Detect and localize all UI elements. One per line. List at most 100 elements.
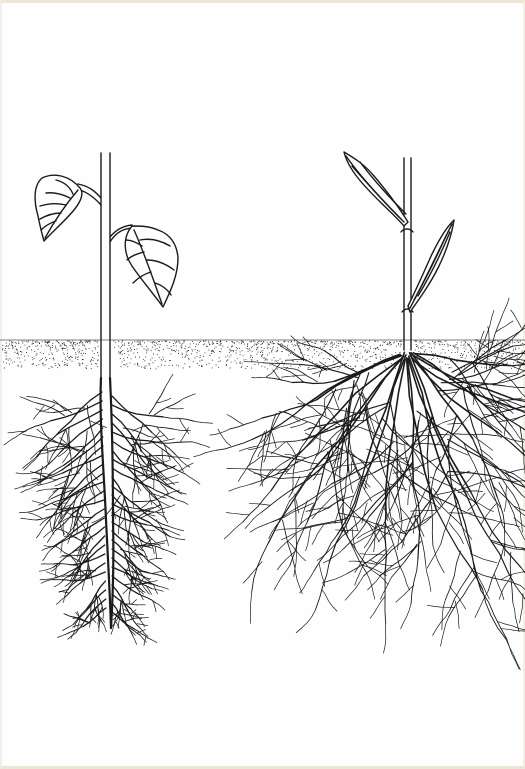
root-branch: [501, 298, 509, 318]
root-branch: [167, 408, 183, 409]
root-branch: [271, 431, 276, 448]
root-branch: [517, 525, 525, 548]
root-branch: [401, 604, 411, 629]
right-upper-leaf: [344, 152, 408, 226]
root-branch: [475, 478, 481, 503]
root-branch: [133, 636, 137, 644]
root-branch: [39, 567, 53, 571]
root-branch: [140, 619, 144, 626]
root-branch: [243, 562, 262, 584]
root-branch: [306, 526, 312, 550]
root-branch: [129, 594, 130, 605]
root-branch: [295, 566, 303, 593]
root-branch: [47, 531, 55, 543]
root-branch: [162, 467, 175, 472]
root-branch: [365, 352, 405, 467]
root-branch: [302, 344, 324, 351]
root-branch: [280, 474, 324, 479]
root-branch: [490, 318, 502, 352]
root-branch: [274, 566, 290, 590]
root-branch: [64, 614, 73, 617]
root-branch: [37, 489, 52, 491]
root-branch: [51, 488, 76, 489]
root-branch: [250, 592, 251, 623]
root-branch: [265, 363, 300, 365]
root-branch: [154, 401, 179, 415]
root-branch: [348, 450, 361, 483]
left-plant: [4, 153, 213, 646]
root-branch: [55, 532, 74, 546]
root-branch: [384, 445, 385, 463]
root-branch: [360, 554, 385, 556]
root-branch: [297, 370, 317, 382]
root-branch: [485, 485, 501, 508]
right-fibrous-roots: [194, 296, 525, 670]
root-branch: [131, 600, 136, 605]
root-branch: [133, 426, 147, 431]
root-branch: [381, 577, 392, 599]
root-branch: [490, 520, 502, 537]
root-branch: [93, 488, 95, 504]
root-branch: [325, 398, 327, 416]
root-branch: [499, 482, 517, 525]
root-branch: [292, 381, 334, 383]
root-branch: [133, 493, 134, 507]
root-branch: [476, 339, 488, 347]
root-branch: [77, 521, 78, 533]
root-branch: [112, 396, 152, 432]
root-branch: [137, 624, 147, 626]
root-branch: [505, 319, 525, 340]
root-branch: [142, 555, 160, 569]
root-branch: [366, 572, 375, 599]
root-branch: [501, 571, 525, 579]
root-branch: [476, 572, 489, 599]
root-branch: [499, 575, 512, 600]
root-branch: [352, 531, 376, 545]
root-branch: [23, 434, 41, 438]
root-branch: [24, 456, 38, 470]
root-branch: [278, 343, 294, 354]
root-branch: [72, 575, 90, 576]
root-branch: [158, 586, 169, 589]
root-branch: [28, 513, 41, 518]
root-branch: [303, 518, 348, 528]
root-branch: [488, 310, 494, 331]
root-branch: [224, 522, 243, 539]
root-branch: [264, 444, 269, 462]
root-branch: [399, 565, 409, 590]
root-branch: [46, 572, 58, 577]
root-branch: [156, 603, 165, 610]
root-branch: [247, 456, 263, 467]
root-branch: [252, 543, 269, 592]
root-branch: [16, 472, 35, 473]
root-branch: [433, 546, 444, 573]
root-branch: [146, 514, 169, 526]
root-branch: [227, 415, 243, 425]
root-branch: [505, 386, 525, 393]
root-branch: [33, 406, 44, 419]
root-branch: [322, 589, 338, 611]
root-branch: [19, 510, 35, 512]
root-branch: [458, 501, 481, 590]
root-branch: [148, 638, 157, 643]
root-branch: [506, 639, 520, 670]
root-branch: [180, 419, 189, 434]
root-branch: [56, 546, 65, 552]
root-branch: [58, 410, 103, 434]
root-branch: [286, 360, 304, 361]
root-branch: [91, 575, 93, 586]
right-lower-leaf: [408, 220, 454, 312]
root-branch: [492, 542, 525, 553]
root-branch: [194, 450, 216, 456]
root-branch: [295, 500, 297, 548]
root-branch: [166, 490, 179, 495]
root-branch: [49, 489, 59, 499]
root-branch: [174, 499, 188, 505]
root-branch: [477, 477, 501, 484]
root-branch: [37, 512, 62, 520]
root-branch: [103, 623, 107, 632]
root-branch: [185, 474, 200, 484]
root-branch: [312, 525, 323, 544]
right-plant: [194, 152, 525, 670]
root-branch: [384, 624, 386, 653]
